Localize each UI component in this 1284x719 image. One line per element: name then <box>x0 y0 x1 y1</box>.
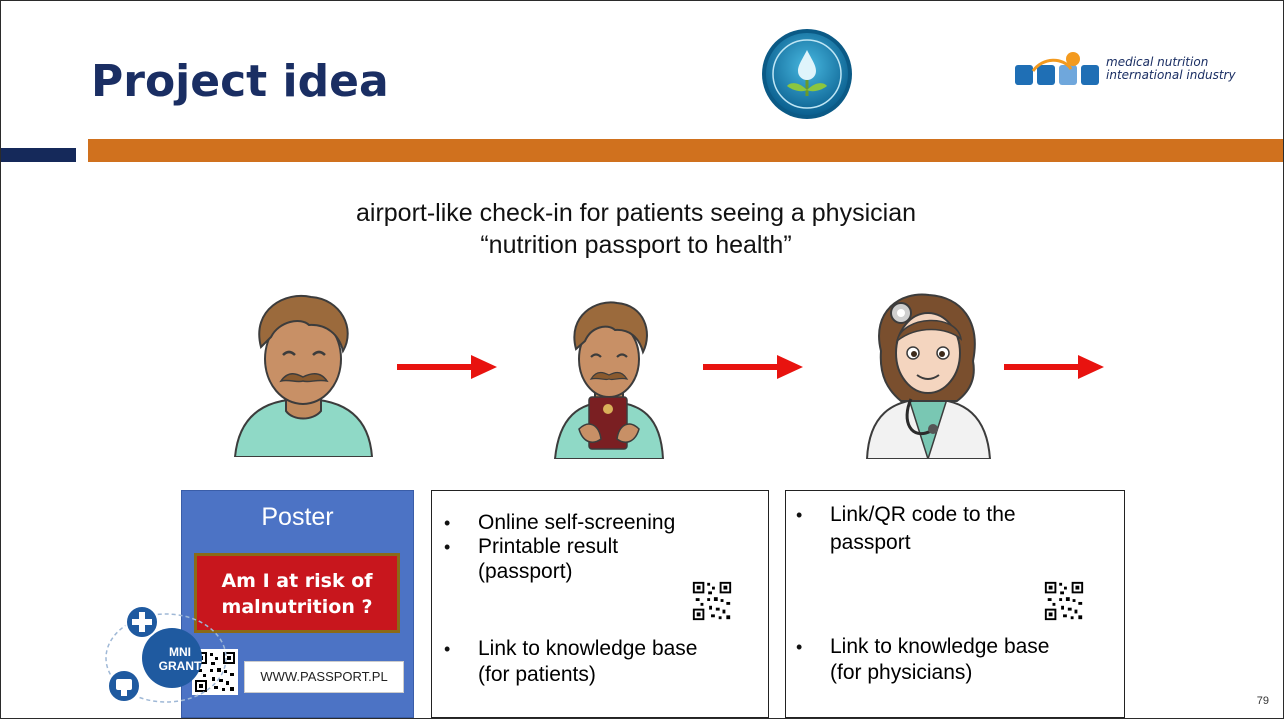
mni-name-line1: medical nutrition <box>1106 55 1209 69</box>
risk-question-line1: Am I at risk of <box>221 570 373 592</box>
poster-title: Poster <box>261 503 334 531</box>
physician-info-box: • Link/QR code to the passport • Link to… <box>785 490 1125 718</box>
mni-name-line2: international industry <box>1106 68 1236 82</box>
orange-accent-bar <box>88 139 1283 162</box>
risk-question-line2: malnutrition ? <box>221 596 373 618</box>
mni-logo: medical nutrition international industry <box>1013 51 1243 91</box>
patient-info-box: • Online self-screening • Printable resu… <box>431 490 769 718</box>
patient-item-knowledge-link[interactable]: Link to knowledge base <box>478 637 698 660</box>
patient-item-self-screening: Online self-screening <box>478 511 676 534</box>
physician-illustration <box>865 293 992 459</box>
bullet: • <box>796 505 803 525</box>
page-number: 79 <box>1256 695 1269 707</box>
navy-accent-bar <box>1 148 76 162</box>
badge-line2: GRANT <box>159 659 202 673</box>
bullet: • <box>444 513 451 533</box>
patient-item-knowledge-link-cont: (for patients) <box>478 663 596 686</box>
arrow-right-icon <box>1004 355 1104 379</box>
risk-question-box: Am I at risk of malnutrition ? <box>194 553 400 633</box>
arrow-right-icon <box>703 355 803 379</box>
badge-line1: MNI <box>169 645 191 659</box>
headline: airport-like check-in for patients seein… <box>1 197 1271 261</box>
physician-item-qr-link-cont: passport <box>830 531 911 554</box>
mni-grant-badge: MNI GRANT <box>105 605 227 703</box>
mni-logo-mark <box>1015 52 1099 85</box>
arrow-right-icon <box>397 355 497 379</box>
physician-item-qr-link: Link/QR code to the <box>830 503 1016 526</box>
patient-item-printable-result-cont: (passport) <box>478 560 573 583</box>
patient-item-printable-result: Printable result <box>478 535 619 558</box>
page-title: Project idea <box>91 56 389 107</box>
physician-item-knowledge-link-cont: (for physicians) <box>830 661 973 684</box>
bullet: • <box>444 537 451 557</box>
poster-panel: Poster Am I at risk of malnutrition ? WW… <box>181 490 414 718</box>
qr-code-icon <box>690 579 734 623</box>
poster-url[interactable]: WWW.PASSPORT.PL <box>244 661 404 693</box>
water-drop-sprout-logo <box>762 29 852 119</box>
patient-illustration <box>233 294 374 457</box>
bullet: • <box>796 637 803 657</box>
physician-item-knowledge-link[interactable]: Link to knowledge base <box>830 635 1050 658</box>
headline-line1: airport-like check-in for patients seein… <box>356 199 916 227</box>
bullet: • <box>444 639 451 659</box>
headline-line2: “nutrition passport to health” <box>480 231 792 259</box>
qr-code-icon <box>1042 579 1086 623</box>
patient-with-passport-illustration <box>553 301 665 459</box>
